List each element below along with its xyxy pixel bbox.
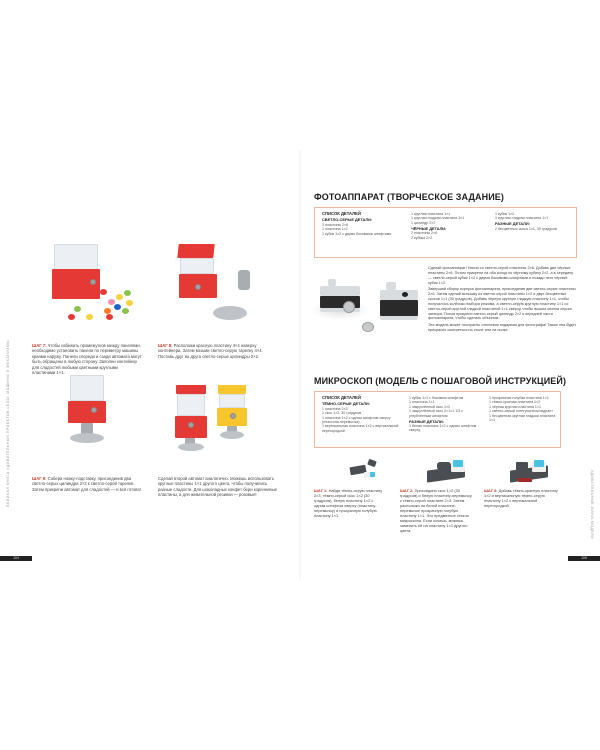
- microscope-step1-image: [348, 458, 388, 483]
- microscope-step2-image: [425, 458, 470, 486]
- right-page-number: 105: [568, 556, 600, 561]
- step9-image: [62, 375, 112, 455]
- camera-part: 1 пластина 1×2: [322, 227, 348, 232]
- left-page: ВЕЛИКАЯ КНИГА УДИВИТЕЛЬНЫХ ПРОЕКТОВ LEGO…: [0, 244, 277, 561]
- microscope-step1-caption: ШАГ 1: Найди тёмно-серую пластину 2×3, т…: [314, 488, 384, 518]
- microscope-part: 1 пластина 2×3: [322, 406, 348, 411]
- microscope-parts-group-misc: РАЗНЫЕ ДЕТАЛИ:: [409, 418, 444, 424]
- step9-caption: ШАГ 9: Собери ножку-подставку, присоедин…: [32, 476, 142, 492]
- right-spine-text: УДИВИТЕЛЬНЫЕ МИНИ-МОДЕЛИ: [590, 470, 594, 540]
- microscope-part: 1 бесцветная круглая гладкая пластина 1×…: [489, 413, 556, 423]
- microscope-part: 1 закруглённый скос 2×1×1 1/3 с углублён…: [409, 409, 464, 418]
- microscope-part: 1 пластина 1×2 с одним штифтом сверху (п…: [322, 415, 391, 425]
- camera-parts-col1: СПИСОК ДЕТАЛЕЙ СВЕТЛО-СЕРЫЕ ДЕТАЛИ: 3 пл…: [322, 211, 400, 236]
- step8-label: ШАГ 8:: [158, 343, 173, 348]
- camera-part: 2 кубика 2×2: [411, 235, 433, 240]
- camera-paragraph: Завершай сборку корпуса фотоаппарата, пр…: [428, 287, 576, 321]
- microscope-step1-label: ШАГ 1:: [314, 488, 328, 493]
- camera-part: 1 круглая пластина 1×1: [411, 212, 451, 216]
- camera-paragraph: Эта модель может послужить отличным пода…: [428, 322, 577, 332]
- camera-parts-group-black: ЧЁРНЫЕ ДЕТАЛИ:: [411, 225, 447, 231]
- camera-instructions: Сделай фотоаппарат! Начни со светло-серо…: [428, 266, 578, 334]
- microscope-step3-caption: ШАГ 3: Добавь тёмно-красную пластину 1×2…: [484, 488, 560, 508]
- step8-image: [175, 244, 265, 334]
- camera-parts-col2: 1 круглая пластина 1×1 1 круглая гладкая…: [411, 212, 491, 240]
- camera-parts-group-misc: РАЗНЫЕ ДЕТАЛИ:: [495, 221, 530, 227]
- microscope-parts-col3: 1 прозрачная голубая пластина 1×1 1 тёмн…: [489, 396, 559, 422]
- microscope-part: 1 тёмно-красная пластина 1×2: [489, 400, 541, 405]
- microscope-parts-group-darkgrey: ТЁМНО-СЕРЫЕ ДЕТАЛИ:: [322, 401, 371, 407]
- two-machines-image: [172, 385, 262, 465]
- camera-part: 1 круглая гладкая пластина 1×1: [495, 216, 549, 221]
- microscope-part: 1 скос 1×2, 30 градусов: [322, 411, 362, 416]
- camera-part: 2 бесцветных скоса 1×1, 30 градусов: [495, 226, 557, 231]
- step8-caption: ШАГ 8: Расположи красную пластину 4×4 на…: [158, 343, 273, 359]
- microscope-step3-label: ШАГ 3:: [484, 488, 498, 493]
- microscope-parts-col2: 1 кубик 1×1 с боковым штифтом 1 пластина…: [409, 396, 485, 433]
- microscope-step2-label: ШАГ 2:: [400, 488, 414, 493]
- step7-image: [48, 244, 143, 334]
- microscope-part: 1 вертикальная пластина 1×2 с вертикальн…: [322, 424, 399, 433]
- microscope-part: 1 белая пластина 1×2 с одним штифтом све…: [409, 423, 477, 433]
- microscope-part: 1 пластина 1×1: [409, 400, 435, 405]
- camera-part: 1 цилиндр 2×2: [411, 220, 436, 225]
- camera-part: 1 круглая гладкая пластина 1×1: [411, 216, 465, 221]
- step8-text: Расположи красную пластину 4×4 наверху к…: [158, 343, 263, 359]
- camera-part: 2 пластины 2×6: [411, 231, 438, 236]
- page-gutter: [299, 150, 301, 580]
- left-page-number: 104: [0, 556, 32, 561]
- left-spine-text: ВЕЛИКАЯ КНИГА УДИВИТЕЛЬНЫХ ПРОЕКТОВ LEGO…: [6, 340, 10, 507]
- camera-image: [310, 272, 425, 342]
- camera-parts-list: СПИСОК ДЕТАЛЕЙ СВЕТЛО-СЕРЫЕ ДЕТАЛИ: 3 пл…: [314, 207, 577, 258]
- microscope-parts-list: СПИСОК ДЕТАЛЕЙ ТЁМНО-СЕРЫЕ ДЕТАЛИ: 1 пла…: [314, 391, 561, 448]
- microscope-parts-col1: СПИСОК ДЕТАЛЕЙ ТЁМНО-СЕРЫЕ ДЕТАЛИ: 1 пла…: [322, 395, 402, 433]
- camera-section-title: ФОТОАППАРАТ (ТВОРЧЕСКОЕ ЗАДАНИЕ): [314, 192, 504, 202]
- camera-part: 1 кубик 1×2 с двумя боковыми штифтами: [322, 231, 392, 236]
- camera-part: 1 кубик 1×2: [495, 212, 515, 216]
- microscope-part: 1 закруглённый скос 1×2: [409, 404, 451, 409]
- microscope-parts-heading: СПИСОК ДЕТАЛЕЙ: [322, 395, 361, 400]
- camera-parts-heading: СПИСОК ДЕТАЛЕЙ: [322, 211, 361, 216]
- step9-text: Собери ножку-подставку, присоединив два …: [32, 476, 141, 492]
- camera-paragraph: Сделай фотоаппарат! Начни со светло-серо…: [428, 266, 574, 285]
- step9-label: ШАГ 9:: [32, 476, 47, 481]
- microscope-step1-text: Найди тёмно-серую пластину 2×3, тёмно-се…: [314, 488, 383, 518]
- microscope-step3-text: Добавь тёмно-красную пластину 1×2 и верт…: [484, 488, 558, 508]
- step7-caption: ШАГ 7: Чтобы избежать промежутков между …: [32, 343, 142, 375]
- step7-label: ШАГ 7:: [32, 343, 47, 348]
- two-machines-note: Сделай второй автомат аналогично. Можешь…: [158, 476, 277, 498]
- microscope-part: 1 чёрная круглая пластина 1×1: [489, 404, 541, 409]
- camera-part: 3 пластины 2×6: [322, 222, 349, 227]
- camera-parts-col3: 1 кубик 1×2 1 круглая гладкая пластина 1…: [495, 212, 573, 231]
- microscope-part: 1 кубик 1×1 с боковым штифтом: [409, 396, 464, 400]
- microscope-step2-text: Присоедини скос 1×2 (30 градусов) и белу…: [400, 488, 472, 533]
- microscope-step2-caption: ШАГ 2: Присоедини скос 1×2 (30 градусов)…: [400, 488, 472, 533]
- right-page: УДИВИТЕЛЬНЫЕ МИНИ-МОДЕЛИ ФОТОАППАРАТ (ТВ…: [300, 0, 600, 750]
- microscope-step3-image: [508, 458, 553, 486]
- step7-text: Чтобы избежать промежутков между панелям…: [32, 343, 142, 376]
- camera-parts-group-lightgrey: СВЕТЛО-СЕРЫЕ ДЕТАЛИ:: [322, 217, 373, 223]
- microscope-part: 1 светло-серый огнетушитель/гидрант: [489, 409, 553, 414]
- microscope-section-title: МИКРОСКОП (МОДЕЛЬ С ПОШАГОВОЙ ИНСТРУКЦИЕ…: [314, 376, 567, 386]
- microscope-part: 1 прозрачная голубая пластина 1×1: [489, 396, 549, 400]
